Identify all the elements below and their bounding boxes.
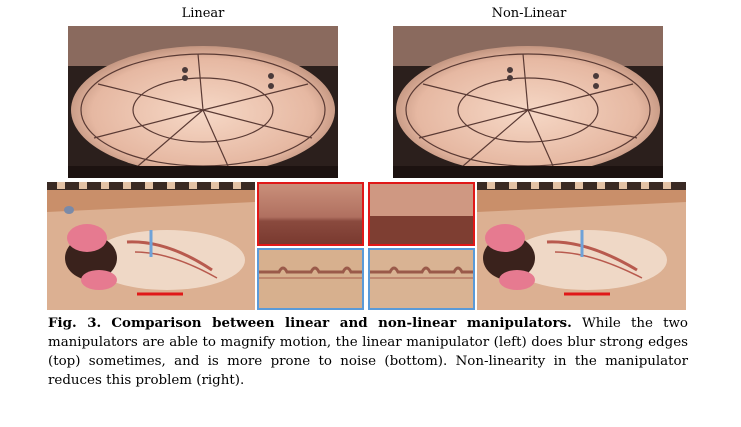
crop-blue-non-linear bbox=[368, 248, 475, 310]
crop-blue-linear bbox=[257, 248, 364, 310]
crop-red-non-linear bbox=[368, 182, 475, 246]
baby-image-linear bbox=[47, 182, 255, 310]
drum-image-non-linear bbox=[393, 26, 663, 178]
figure-label: Fig. 3. bbox=[48, 315, 102, 331]
label-linear: Linear bbox=[181, 6, 225, 21]
caption-body: While the two manipulators are able to m… bbox=[48, 316, 688, 388]
baby-image-non-linear bbox=[477, 182, 686, 310]
label-non-linear: Non-Linear bbox=[491, 6, 567, 21]
figure-caption: Fig. 3. Comparison between linear and no… bbox=[48, 314, 688, 390]
drum-image-linear bbox=[68, 26, 338, 178]
crop-red-linear bbox=[257, 182, 364, 246]
caption-title: Comparison between linear and non-linear… bbox=[111, 315, 572, 331]
